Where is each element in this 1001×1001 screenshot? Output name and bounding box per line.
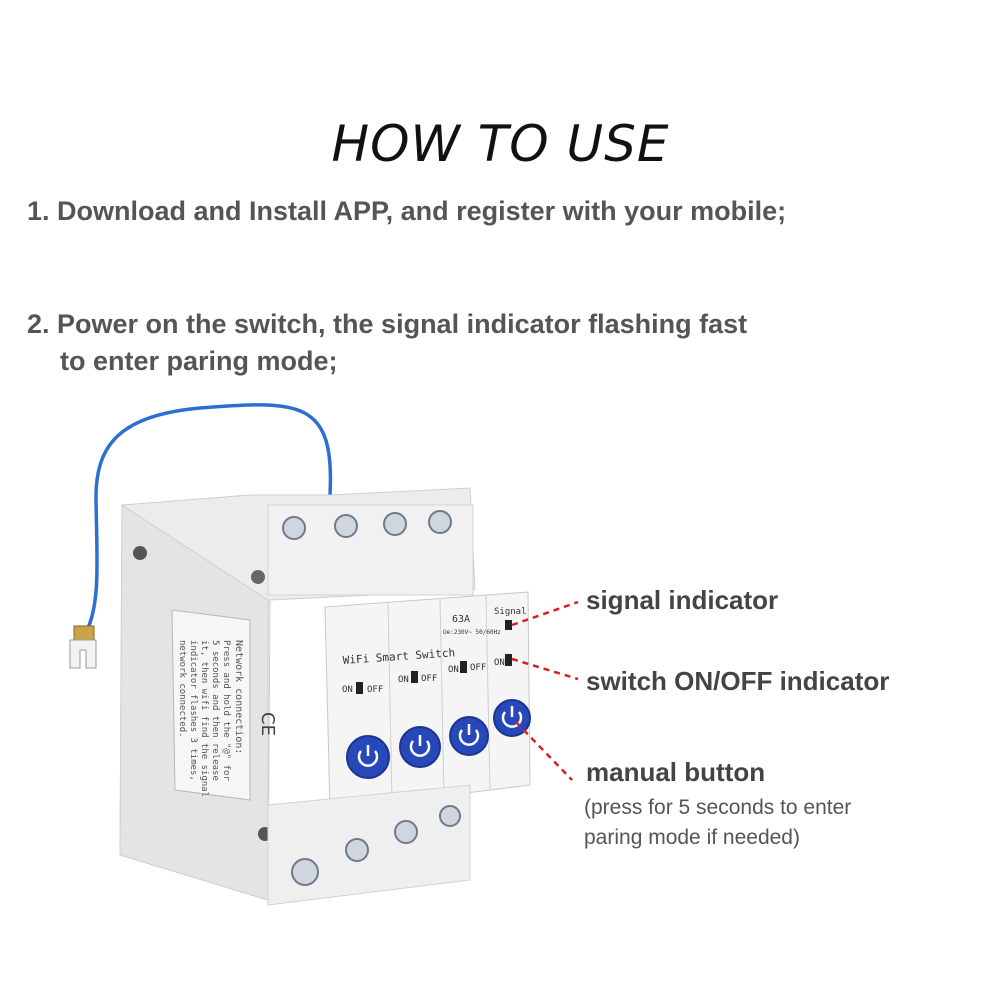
svg-text:Press and hold the "@" for: Press and hold the "@" for: [221, 640, 231, 781]
manual-button-note-line-1: (press for 5 seconds to enter: [584, 796, 852, 819]
antenna-wire: [86, 403, 333, 629]
signal-indicator: [505, 620, 512, 630]
manual-button-note-line-2: paring mode if needed): [584, 826, 800, 849]
switch-indicator: [505, 654, 512, 666]
svg-text:5 seconds and then release: 5 seconds and then release: [210, 640, 220, 781]
bottom-terminals: [267, 784, 471, 906]
button-callout-line: [515, 721, 573, 781]
step-2-text: 2. Power on the switch, the signal indic…: [27, 309, 748, 339]
step-1-text: 1. Download and Install APP, and registe…: [27, 196, 787, 226]
page-title: HOW TO USE: [331, 115, 670, 173]
svg-text:OFF: OFF: [470, 663, 486, 673]
svg-text:Ue:230V~ 50/60Hz: Ue:230V~ 50/60Hz: [443, 629, 501, 636]
svg-text:ON: ON: [342, 685, 353, 695]
signal-callout-line: [511, 600, 579, 627]
svg-text:OFF: OFF: [421, 674, 437, 684]
svg-text:CE: CE: [257, 712, 278, 736]
svg-text:ON: ON: [494, 658, 505, 668]
svg-text:ON: ON: [398, 675, 409, 685]
front-panel: WiFi Smart Switch 63A Ue:230V~ 50/60Hz S…: [324, 591, 531, 811]
svg-text:Network connection:: Network connection:: [233, 640, 244, 754]
step-2-text-continued: to enter paring mode;: [60, 346, 338, 376]
svg-text:ON: ON: [448, 665, 459, 675]
signal-indicator-label: signal indicator: [586, 585, 779, 615]
svg-text:network connected.: network connected.: [177, 640, 187, 738]
side-label-panel: Network connection: Press and hold the "…: [171, 609, 278, 801]
svg-text:Signal: Signal: [494, 607, 527, 617]
svg-text:63A: 63A: [452, 614, 470, 625]
svg-text:indicator flashes 3 times,: indicator flashes 3 times,: [188, 640, 198, 781]
svg-text:it, then wifi find the signal: it, then wifi find the signal: [199, 640, 209, 797]
svg-text:OFF: OFF: [367, 685, 383, 695]
manual-button-label: manual button: [586, 757, 766, 787]
wire-terminal-icon: [69, 625, 97, 669]
manual-button-icons: [346, 699, 531, 779]
switch-indicator-label: switch ON/OFF indicator: [586, 666, 890, 696]
switch-callout-line: [511, 657, 579, 681]
wifi-breaker-illustration: Network connection: Press and hold the "…: [69, 403, 579, 906]
top-terminals: [267, 504, 474, 596]
